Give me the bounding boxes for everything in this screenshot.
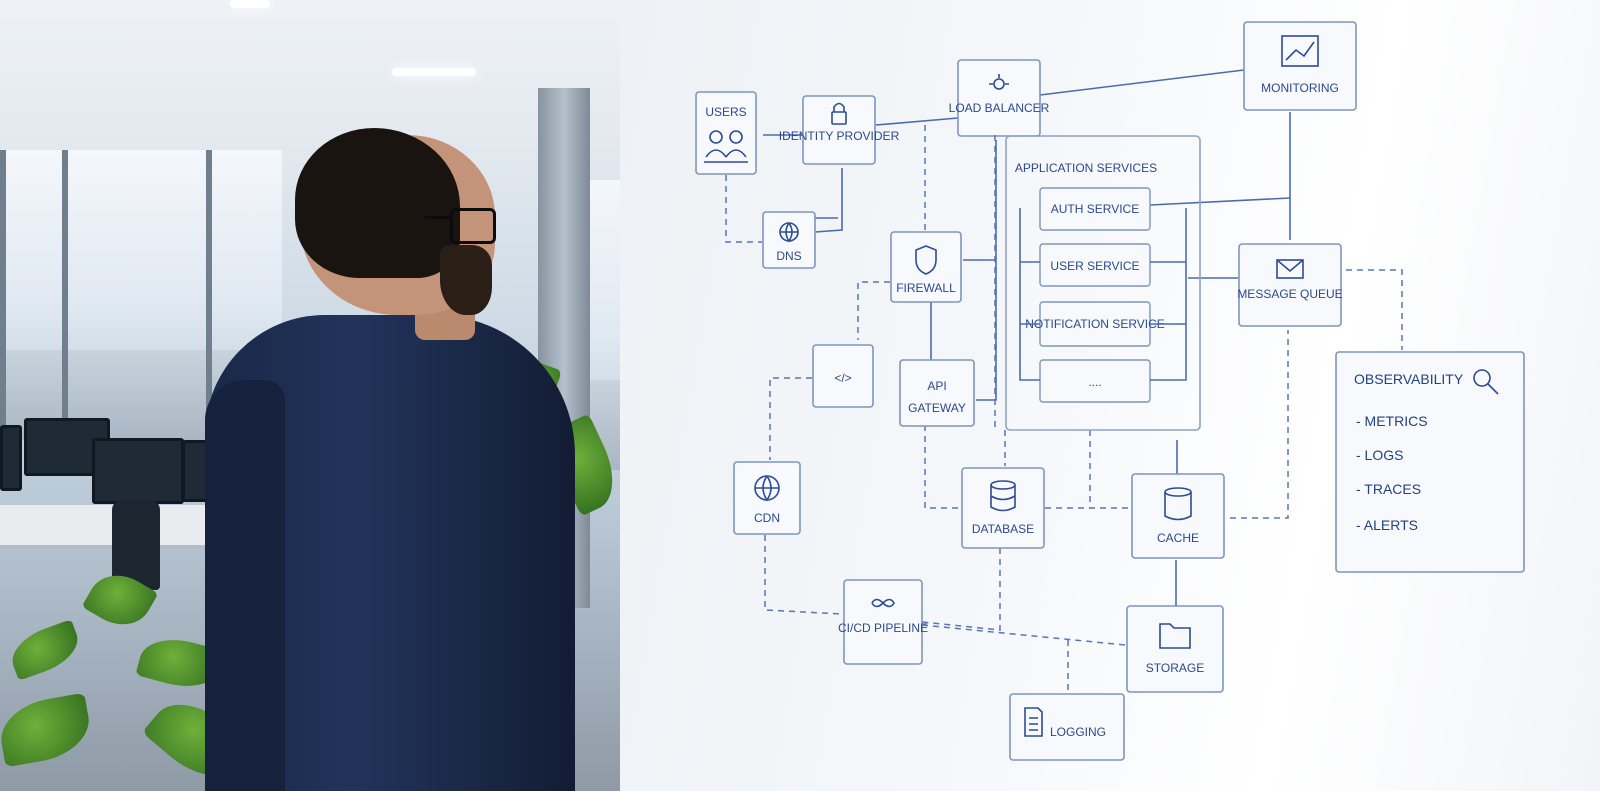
monitor bbox=[0, 425, 22, 491]
logging-label: LOGGING bbox=[1050, 725, 1106, 739]
storage-label: STORAGE bbox=[1146, 661, 1204, 675]
observability-title: OBSERVABILITY bbox=[1354, 371, 1464, 387]
monitoring-label: MONITORING bbox=[1261, 81, 1339, 95]
api-title: API bbox=[927, 379, 946, 393]
identity-provider-label: IDENTITY PROVIDER bbox=[779, 129, 900, 143]
load-balancer-label: LOAD BALANCER bbox=[949, 101, 1050, 115]
observability-item: - METRICS bbox=[1356, 413, 1428, 429]
node-identity-provider: IDENTITY PROVIDER bbox=[779, 95, 900, 165]
node-cdn: CDN bbox=[733, 461, 801, 535]
person-arm bbox=[205, 380, 285, 791]
cdn-label: CDN bbox=[754, 511, 780, 525]
application-services-group: APPLICATION SERVICES AUTH SERVICE USER S… bbox=[994, 135, 1201, 431]
message-queue-label: MESSAGE QUEUE bbox=[1237, 287, 1342, 301]
person-beard bbox=[440, 245, 492, 315]
observability-panel: OBSERVABILITY - METRICS - LOGS - TRACES … bbox=[1335, 351, 1525, 573]
person-hair bbox=[295, 128, 460, 278]
node-api-gateway: API GATEWAY bbox=[899, 359, 975, 427]
monitor bbox=[92, 438, 184, 504]
auth-service-label: AUTH SERVICE bbox=[1051, 202, 1139, 216]
cache-label: CACHE bbox=[1157, 531, 1199, 545]
observability-item: - ALERTS bbox=[1356, 517, 1418, 533]
window bbox=[62, 150, 208, 440]
user-service-box bbox=[1039, 243, 1151, 287]
observability-item: - LOGS bbox=[1356, 447, 1403, 463]
observability-item: - TRACES bbox=[1356, 481, 1421, 497]
node-message-queue: MESSAGE QUEUE bbox=[1237, 243, 1343, 327]
dns-label: DNS bbox=[776, 249, 801, 263]
architecture-diagram: USERS IDENTITY PROVIDER LOAD BALANCER MO… bbox=[695, 21, 1525, 761]
ceiling-light bbox=[230, 0, 270, 8]
magnifier-icon bbox=[1473, 369, 1491, 387]
more-services-box bbox=[1039, 359, 1151, 403]
dashed-connections bbox=[725, 125, 1403, 698]
application-services-title: APPLICATION SERVICES bbox=[1015, 161, 1157, 175]
node-cache: CACHE bbox=[1131, 473, 1225, 559]
node-database: DATABASE bbox=[961, 467, 1045, 549]
plant-leaf bbox=[5, 619, 85, 681]
user-service-label: USER SERVICE bbox=[1050, 259, 1139, 273]
node-ci-cd-pipeline: CI/CD PIPELINE bbox=[838, 579, 928, 665]
node-firewall: FIREWALL bbox=[890, 231, 962, 303]
api-gateway-label: GATEWAY bbox=[908, 401, 966, 415]
node-code: </> bbox=[812, 344, 874, 408]
firewall-label: FIREWALL bbox=[896, 281, 956, 295]
window bbox=[0, 150, 66, 440]
database-label: DATABASE bbox=[972, 522, 1034, 536]
auth-service-box bbox=[1039, 187, 1151, 231]
node-storage: STORAGE bbox=[1126, 605, 1224, 693]
users-label: USERS bbox=[705, 105, 746, 119]
code-label: </> bbox=[834, 371, 851, 385]
plant-leaf bbox=[0, 692, 95, 768]
ceiling-light bbox=[392, 68, 476, 76]
more-services-label: .... bbox=[1088, 375, 1101, 389]
node-users: USERS bbox=[695, 91, 757, 175]
ci-cd-pipeline-label: CI/CD PIPELINE bbox=[838, 621, 928, 635]
glasses-arm bbox=[425, 216, 453, 219]
node-monitoring: MONITORING bbox=[1243, 21, 1357, 111]
connection-lines bbox=[763, 69, 1291, 606]
whiteboard: USERS IDENTITY PROVIDER LOAD BALANCER MO… bbox=[620, 0, 1600, 791]
node-load-balancer: LOAD BALANCER bbox=[949, 59, 1050, 137]
glasses bbox=[450, 208, 496, 244]
notification-service-label: NOTIFICATION SERVICE bbox=[1025, 317, 1165, 331]
node-dns: DNS bbox=[762, 211, 816, 269]
node-logging: LOGGING bbox=[1009, 693, 1125, 761]
